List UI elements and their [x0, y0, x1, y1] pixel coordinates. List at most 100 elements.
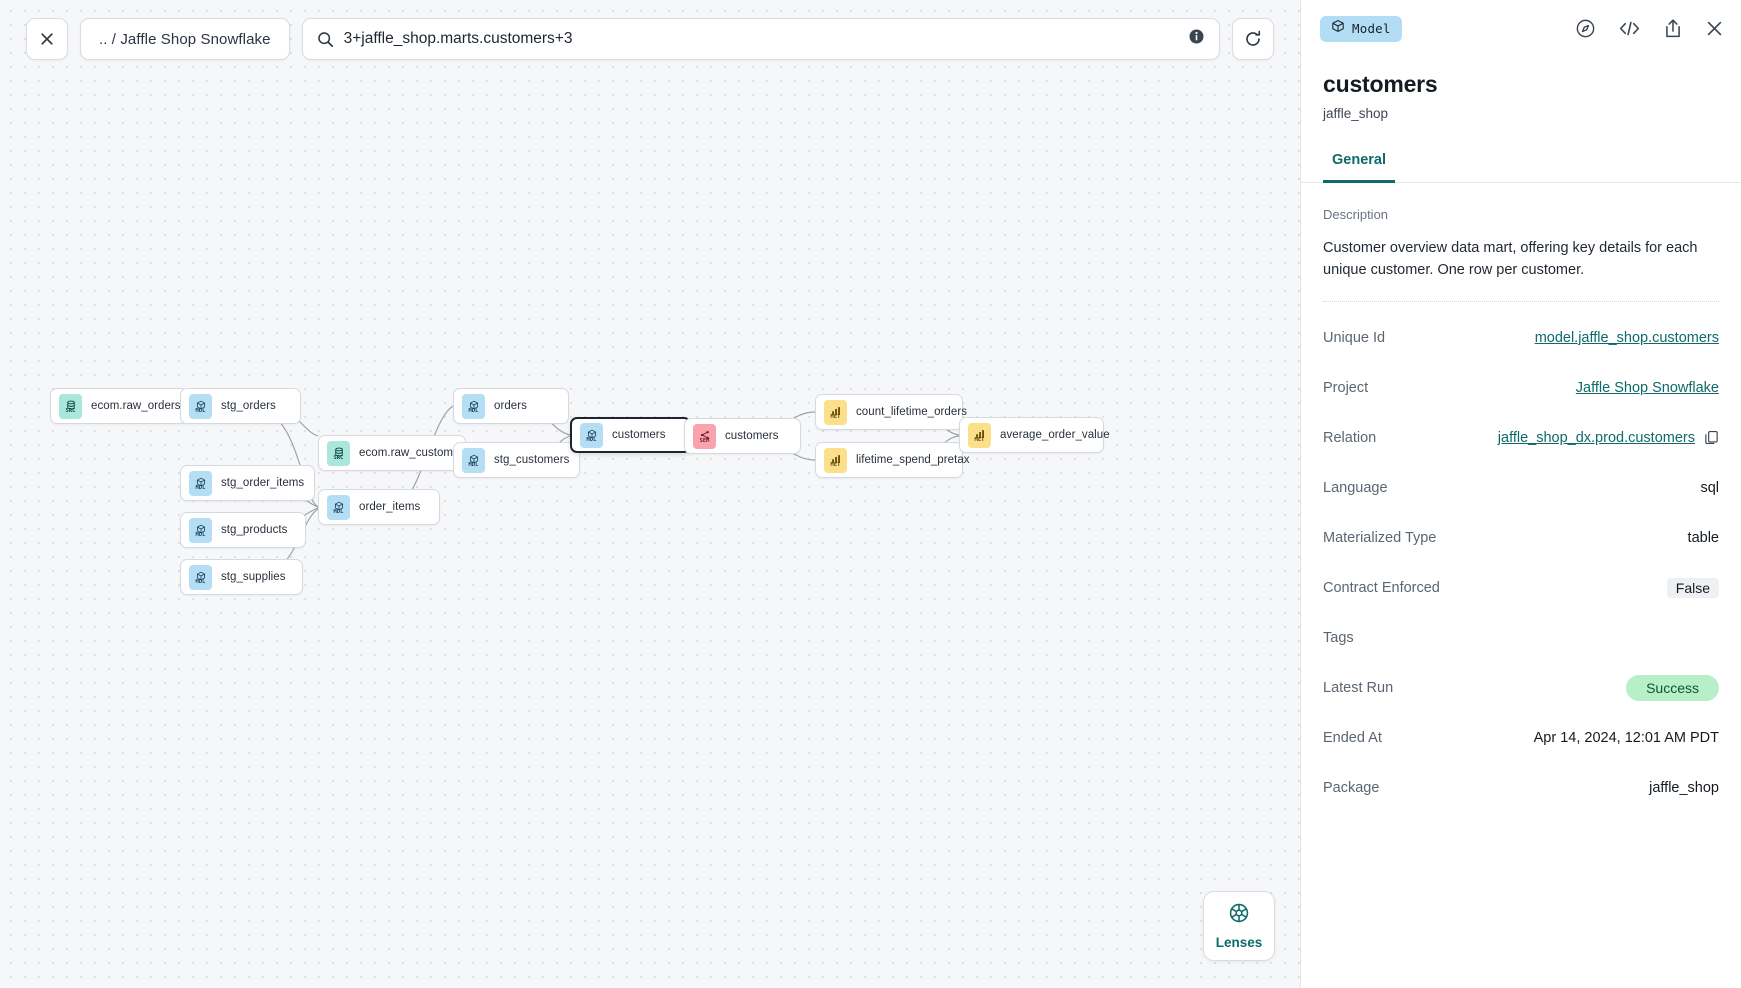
met-badge-icon: MET: [824, 399, 847, 425]
lineage-node-label: customers: [612, 429, 666, 441]
metadata-value: table: [1687, 529, 1719, 546]
status-badge: Success: [1626, 674, 1719, 701]
metadata-value[interactable]: model.jaffle_shop.customers: [1534, 329, 1719, 346]
lineage-node-label: count_lifetime_orders: [856, 406, 967, 418]
copy-icon[interactable]: [1704, 430, 1719, 445]
lenses-button[interactable]: Lenses: [1203, 891, 1275, 961]
cube-icon: [1331, 19, 1345, 38]
src-badge-icon: SRC: [59, 393, 82, 419]
status-badge: False: [1666, 577, 1719, 598]
info-icon[interactable]: [1188, 28, 1205, 50]
search-input[interactable]: [343, 30, 1188, 48]
lineage-node-label: stg_products: [221, 524, 288, 536]
metadata-value: False: [1666, 577, 1719, 598]
detail-panel: Model: [1300, 0, 1741, 988]
close-graph-button[interactable]: [26, 18, 68, 60]
lineage-node-label: average_order_value: [1000, 429, 1110, 441]
metadata-value[interactable]: Jaffle Shop Snowflake: [1575, 379, 1719, 396]
resource-type-badge[interactable]: Model: [1320, 15, 1402, 42]
metadata-row: Unique Id model.jaffle_shop.customers: [1323, 322, 1719, 354]
metadata-row: Project Jaffle Shop Snowflake: [1323, 372, 1719, 404]
refresh-icon: [1246, 30, 1261, 46]
explore-icon[interactable]: [1575, 18, 1596, 39]
breadcrumb-label: .. / Jaffle Shop Snowflake: [99, 30, 271, 48]
lineage-node-label: stg_orders: [221, 400, 276, 412]
panel-actions: [1575, 18, 1724, 39]
metadata-key: Package: [1323, 779, 1380, 796]
met-badge-icon: MET: [824, 447, 847, 473]
metadata-row: Latest Run Success: [1323, 672, 1719, 704]
share-icon[interactable]: [1663, 18, 1683, 39]
page-title: customers: [1323, 71, 1438, 97]
metadata-key: Latest Run: [1323, 679, 1394, 696]
metadata-value: Success: [1626, 674, 1719, 701]
met-badge-icon: MET: [968, 422, 991, 448]
close-panel-icon[interactable]: [1705, 19, 1724, 38]
metadata-row: Materialized Type table: [1323, 522, 1719, 554]
lineage-node-orders[interactable]: MDL orders: [453, 388, 569, 424]
mdl-badge-icon: MDL: [462, 393, 485, 419]
lenses-label: Lenses: [1215, 935, 1263, 950]
lineage-toolbar: .. / Jaffle Shop Snowflake: [0, 0, 1300, 78]
panel-tabs: General: [1301, 146, 1741, 183]
metadata-value: Apr 14, 2024, 12:01 AM PDT: [1533, 729, 1719, 746]
lineage-node-count-lifetime-orders[interactable]: MET count_lifetime_orders: [815, 394, 967, 430]
lineage-node-label: stg_supplies: [221, 571, 286, 583]
metadata-key: Contract Enforced: [1323, 579, 1440, 596]
lineage-node-label: order_items: [359, 501, 421, 513]
lineage-node-order-items[interactable]: MDL order_items: [318, 489, 440, 525]
lineage-node-label: ecom.raw_orders: [91, 400, 181, 412]
description-label: Description: [1323, 207, 1389, 222]
metadata-row: Ended At Apr 14, 2024, 12:01 AM PDT: [1323, 722, 1719, 754]
metadata-value-text: jaffle_shop_dx.prod.customers: [1497, 429, 1695, 446]
close-icon: [41, 33, 53, 45]
src-badge-icon: SRC: [327, 440, 350, 466]
metadata-key: Project: [1323, 379, 1369, 396]
lineage-node-label: orders: [494, 400, 527, 412]
lineage-node-stg-products[interactable]: MDL stg_products: [180, 512, 306, 548]
lineage-node-label: stg_order_items: [221, 477, 305, 489]
lineage-node-customers[interactable]: SEM customers: [684, 418, 801, 454]
metadata-key: Materialized Type: [1323, 529, 1437, 546]
mdl-badge-icon: MDL: [327, 494, 350, 520]
panel-toolbar: Model: [1301, 0, 1741, 57]
lineage-node-stg-order-items[interactable]: MDL stg_order_items: [180, 465, 315, 501]
mdl-badge-icon: MDL: [462, 447, 485, 473]
lineage-node-label: lifetime_spend_pretax: [856, 454, 970, 466]
lineage-node-label: stg_customers: [494, 454, 570, 466]
lineage-node-stg-customers[interactable]: MDL stg_customers: [453, 442, 580, 478]
breadcrumb-button[interactable]: .. / Jaffle Shop Snowflake: [80, 18, 290, 60]
tab-general[interactable]: General: [1323, 146, 1395, 183]
code-icon[interactable]: [1618, 18, 1641, 39]
panel-header: customers jaffle_shop: [1301, 57, 1741, 121]
metadata-value: sql: [1700, 479, 1719, 496]
search-icon: [317, 31, 334, 48]
lineage-canvas[interactable]: .. / Jaffle Shop Snowflake: [0, 0, 1300, 988]
lineage-node-ecom-raw-orders[interactable]: SRC ecom.raw_orders: [50, 388, 188, 424]
metadata-row: Contract Enforced False: [1323, 572, 1719, 604]
metadata-key: Tags: [1323, 629, 1354, 646]
mdl-badge-icon: MDL: [580, 422, 603, 448]
refresh-button[interactable]: [1232, 18, 1274, 60]
metadata-key: Unique Id: [1323, 329, 1386, 346]
metadata-row: Tags: [1323, 622, 1719, 654]
lineage-node-lifetime-spend-pretax[interactable]: MET lifetime_spend_pretax: [815, 442, 970, 478]
lineage-node-customers[interactable]: MDL customers: [570, 417, 691, 453]
lineage-search-bar[interactable]: [301, 18, 1220, 60]
mdl-badge-icon: MDL: [189, 470, 212, 496]
metadata-row: Language sql: [1323, 472, 1719, 504]
sem-badge-icon: SEM: [693, 423, 716, 449]
description-text: Customer overview data mart, offering ke…: [1323, 237, 1719, 302]
metadata-key: Ended At: [1323, 729, 1382, 746]
mdl-badge-icon: MDL: [189, 517, 212, 543]
lineage-node-label: customers: [725, 430, 779, 442]
metadata-value[interactable]: jaffle_shop_dx.prod.customers: [1498, 430, 1719, 446]
lineage-node-average-order-value[interactable]: MET average_order_value: [959, 417, 1110, 453]
metadata-key: Language: [1323, 479, 1388, 496]
